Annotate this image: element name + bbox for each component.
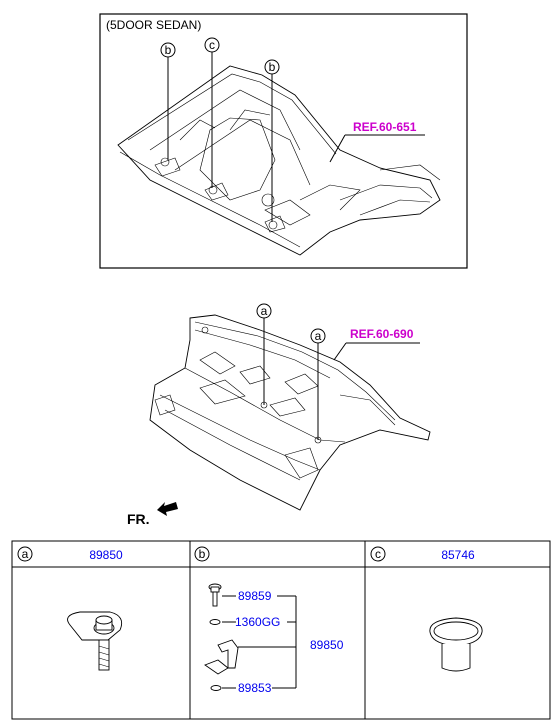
svg-text:b: b	[199, 547, 206, 561]
front-arrow-icon	[157, 502, 178, 516]
callout-b-2: b	[264, 59, 280, 75]
part-number-89853[interactable]: 89853	[238, 681, 272, 695]
middle-panel: a a REF.60-690 FR.	[127, 303, 431, 527]
svg-text:c: c	[375, 547, 381, 561]
part-number-1360gg[interactable]: 1360GG	[235, 615, 280, 629]
front-direction-label: FR.	[127, 511, 150, 527]
table-header-a: a 89850	[17, 546, 123, 562]
table-header-b: b	[194, 546, 210, 562]
svg-text:b: b	[165, 43, 172, 57]
bracket-assembly-part-icon	[204, 583, 239, 691]
callout-a-1: a	[256, 303, 272, 319]
top-panel: (5DOOR SEDAN)	[99, 13, 468, 269]
part-number-85746[interactable]: 85746	[441, 548, 475, 562]
svg-text:b: b	[269, 60, 276, 74]
callout-c: c	[204, 37, 220, 53]
part-number-89850[interactable]: 89850	[89, 548, 123, 562]
svg-text:a: a	[22, 547, 29, 561]
part-number-89850-b[interactable]: 89850	[310, 638, 344, 652]
table-header-c: c 85746	[370, 546, 475, 562]
callout-a-2: a	[310, 328, 326, 344]
parts-table: a 89850 b c 85746	[11, 540, 551, 720]
part-number-89859[interactable]: 89859	[238, 589, 272, 603]
svg-text:a: a	[315, 329, 322, 343]
plug-part-icon	[429, 617, 483, 672]
rear-floor-pan-drawing	[117, 65, 441, 256]
rear-cross-member-drawing	[149, 314, 431, 511]
svg-text:a: a	[261, 304, 268, 318]
callout-b-1: b	[160, 42, 176, 58]
svg-text:c: c	[209, 38, 215, 52]
ref-label-top[interactable]: REF.60-651	[353, 120, 417, 134]
variant-label: (5DOOR SEDAN)	[106, 18, 201, 32]
ref-label-middle[interactable]: REF.60-690	[350, 327, 414, 341]
clip-bolt-part-icon	[67, 611, 123, 671]
